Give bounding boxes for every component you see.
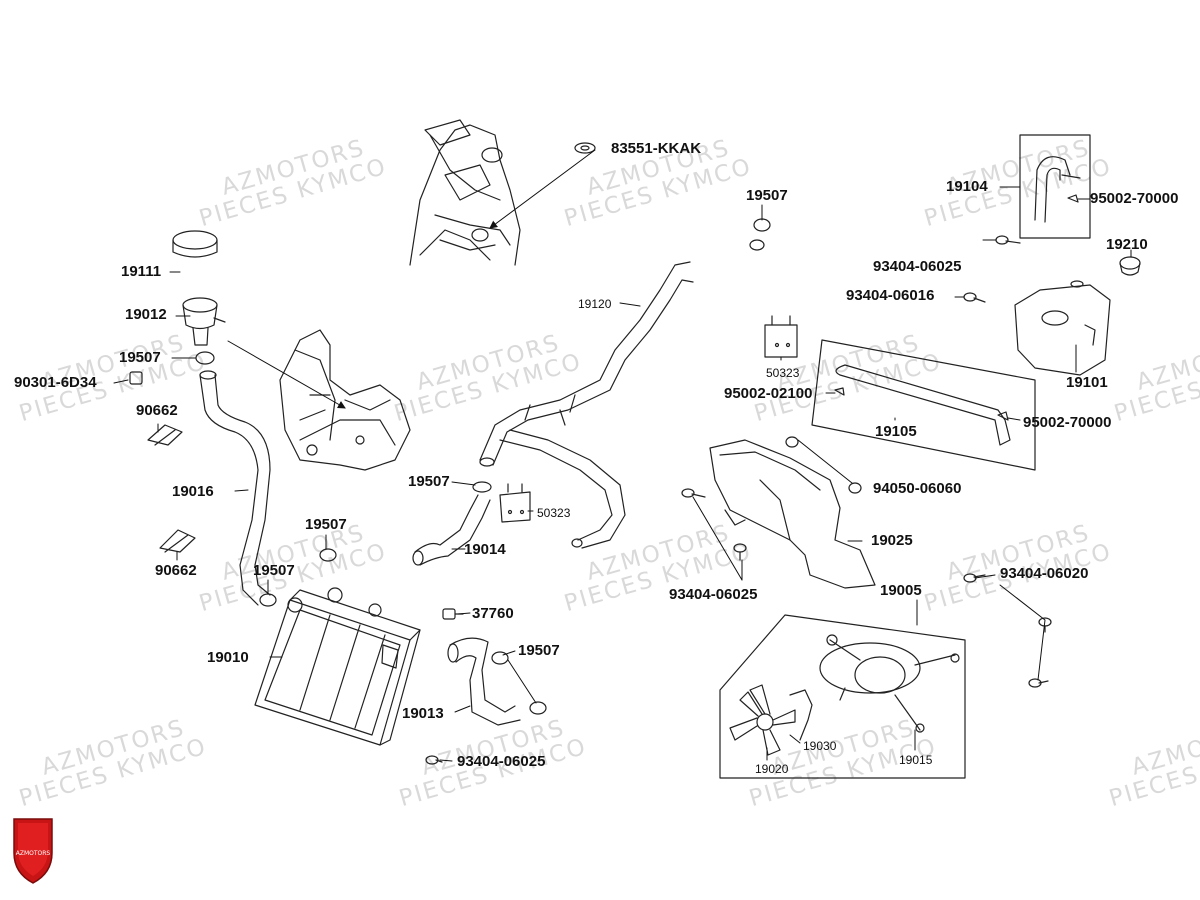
cap-part — [129, 371, 143, 385]
part-label-94050-06060: 94050-06060 — [873, 480, 962, 497]
part-label-19012: 19012 — [125, 306, 167, 323]
part-label-93404-06016: 93404-06016 — [846, 287, 935, 304]
hose-19105-part — [835, 364, 1011, 446]
bolt-part — [963, 292, 986, 303]
clamp-part — [472, 481, 492, 493]
part-label-19025: 19025 — [871, 532, 913, 549]
part-label-19016: 19016 — [172, 483, 214, 500]
reservoir-part — [1014, 280, 1111, 376]
hose-19014-part — [412, 494, 491, 566]
part-label-19507: 19507 — [119, 349, 161, 366]
thermostat-part — [499, 483, 531, 523]
grommet-part — [574, 142, 596, 154]
part-label-95002-70000: 95002-70000 — [1023, 414, 1112, 431]
washer-part — [848, 482, 862, 494]
hose-19013-part — [447, 637, 521, 726]
part-label-93404-06025: 93404-06025 — [873, 258, 962, 275]
hose-19104-part — [1034, 156, 1081, 223]
part-label-50323: 50323 — [537, 506, 571, 520]
part-label-19104: 19104 — [946, 178, 988, 195]
part-label-19020: 19020 — [755, 762, 789, 776]
part-label-95002-02100: 95002-02100 — [724, 385, 813, 402]
clamp-part — [753, 218, 771, 232]
bolt-part — [1038, 617, 1052, 633]
frame-part — [409, 119, 521, 266]
part-label-19030: 19030 — [803, 739, 837, 753]
part-label-50323: 50323 — [766, 366, 800, 380]
clamp-part — [319, 548, 337, 562]
clamp-part — [259, 593, 277, 607]
hose-clip-part — [147, 424, 183, 446]
radiator-cap-part — [172, 230, 218, 258]
bolt-part — [1028, 678, 1049, 688]
part-label-19507: 19507 — [746, 187, 788, 204]
part-label-93404-06025: 93404-06025 — [669, 586, 758, 603]
hose-19104-box — [1019, 134, 1091, 239]
part-label-19010: 19010 — [207, 649, 249, 666]
part-label-37760: 37760 — [472, 605, 514, 622]
part-label-90662: 90662 — [155, 562, 197, 579]
reservoir-cap-part — [1119, 256, 1141, 276]
washer-part — [785, 436, 799, 448]
radiator-part — [254, 587, 421, 746]
clamp-part — [529, 701, 547, 715]
hose-clip-part — [159, 529, 196, 553]
part-label-19101: 19101 — [1066, 374, 1108, 391]
part-label-19111: 19111 — [121, 263, 162, 280]
fan-assembly-box — [719, 614, 966, 779]
clip-part — [834, 387, 845, 396]
azmotors-logo: AZMOTORS — [13, 818, 53, 884]
part-label-19507: 19507 — [408, 473, 450, 490]
fan-motor-part — [819, 634, 960, 733]
part-label-19014: 19014 — [464, 541, 506, 558]
part-label-19005: 19005 — [880, 582, 922, 599]
clamp-part — [491, 651, 509, 665]
bolt-part — [733, 543, 747, 561]
shroud-part — [709, 439, 876, 589]
part-label-19507: 19507 — [253, 562, 295, 579]
logo-text: AZMOTORS — [16, 850, 51, 857]
part-label-19507: 19507 — [518, 642, 560, 659]
part-label-19105: 19105 — [875, 423, 917, 440]
hose-19105-box — [811, 339, 1036, 471]
part-label-90662: 90662 — [136, 402, 178, 419]
clip-part — [997, 411, 1009, 421]
part-label-19507: 19507 — [305, 516, 347, 533]
part-label-19015: 19015 — [899, 753, 933, 767]
filler-neck-part — [182, 297, 226, 346]
part-label-83551: 83551-KKAK — [611, 140, 702, 157]
clamp-part — [195, 351, 215, 365]
part-label-19210: 19210 — [1106, 236, 1148, 253]
bolt-part — [425, 755, 443, 765]
pipe-19120-part — [479, 261, 694, 549]
thermostat-part-upper — [764, 315, 798, 358]
part-label-19120: 19120 — [578, 297, 612, 311]
part-label-90301: 90301-6D34 — [14, 374, 97, 391]
part-label-93404-06025: 93404-06025 — [457, 753, 546, 770]
part-label-93404-06020: 93404-06020 — [1000, 565, 1089, 582]
part-label-95002-70000: 95002-70000 — [1090, 190, 1179, 207]
fan-blade-part — [729, 684, 813, 756]
clip-part — [1067, 194, 1079, 203]
bolt-part — [995, 235, 1021, 245]
bolt-part — [681, 488, 706, 498]
mid-frame-part — [279, 329, 411, 471]
hose-19016-part — [199, 370, 271, 606]
part-label-19013: 19013 — [402, 705, 444, 722]
